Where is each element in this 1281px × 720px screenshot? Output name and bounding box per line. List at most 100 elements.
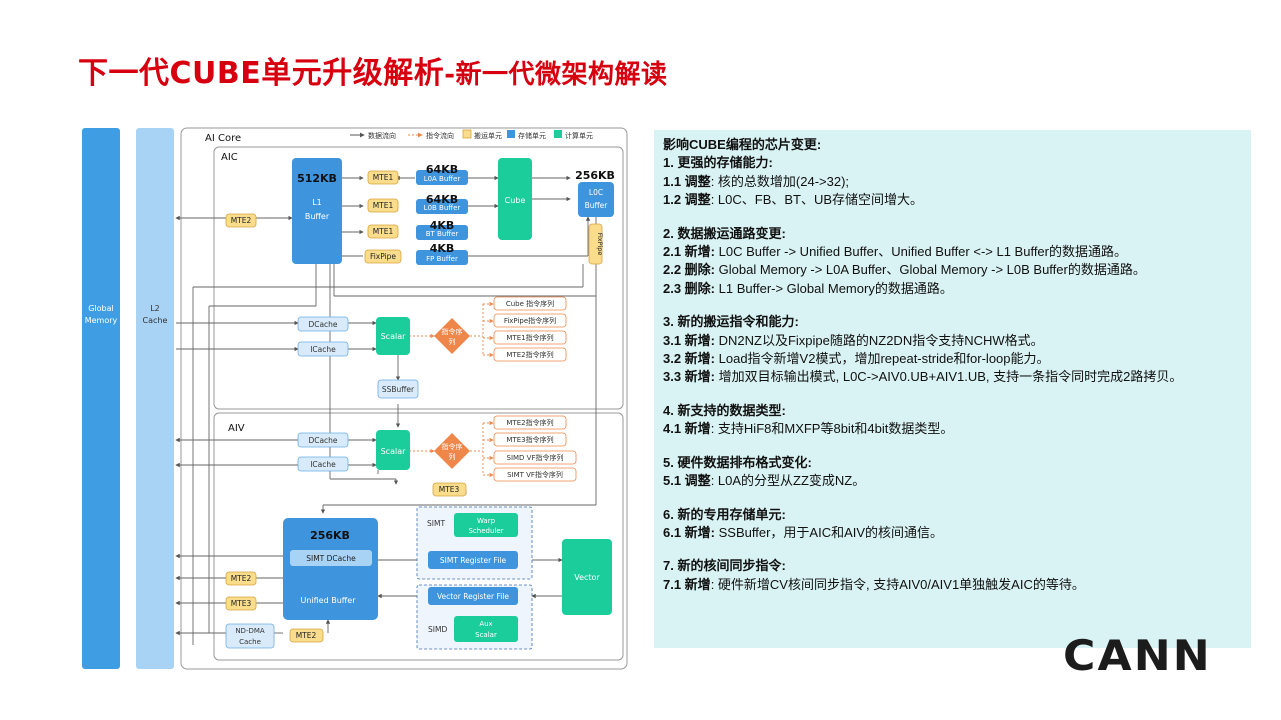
- mte1-label: MTE1: [373, 227, 394, 236]
- simt-dcache: [290, 550, 372, 566]
- item-text: : L0C、FB、BT、UB存储空间增大。: [710, 192, 924, 208]
- legend: 数据流向 指令流向 搬运单元 存储单元 计算单元: [350, 129, 593, 140]
- mte1-box: [367, 170, 399, 185]
- panel-heading: 影响CUBE编程的芯片变更:: [663, 137, 822, 152]
- aic-queue-item: [493, 313, 567, 328]
- vector-label: Vector: [574, 573, 600, 582]
- item-text: Global Memory -> L0A Buffer、Global Memor…: [715, 262, 1146, 278]
- l0b-buffer: [416, 199, 468, 214]
- ai-core-label: AI Core: [205, 133, 241, 144]
- section-item: 7.1 新增: 硬件新增CV核间同步指令, 支持AIV0/AIV1单独触发AIC…: [663, 576, 1251, 594]
- chip-changes-panel: 影响CUBE编程的芯片变更: 1. 更强的存储能力: 1.1 调整: 核的总数增…: [654, 130, 1251, 648]
- architecture-diagram: AI Core AIC AIV 数据流向 指令流向 搬运单元 存储单元 计算单元…: [82, 127, 628, 670]
- section-item: 2.1 新增: L0C Buffer -> Unified Buffer、Uni…: [663, 243, 1251, 261]
- aux-scalar-label: Aux: [479, 620, 492, 628]
- section-title: 7. 新的核间同步指令:: [663, 558, 786, 574]
- mte3-box: [432, 482, 467, 497]
- aiv-queue-item: [493, 432, 567, 447]
- aic-queue-item: [493, 330, 567, 345]
- fixpipe-box: [364, 249, 402, 264]
- cann-logo: CANN: [1063, 631, 1212, 680]
- item-tag: 3.1 新增:: [663, 332, 716, 348]
- l0b-buffer-label: L0B Buffer: [424, 204, 461, 212]
- aiv-label: AIV: [228, 423, 245, 434]
- l2-cache-label: L2: [150, 304, 160, 313]
- aic-queue-item: [493, 347, 567, 362]
- item-text: Load指令新增V2模式，增加repeat-stride和for-loop能力。: [715, 351, 1050, 367]
- aiv-dcache-label: DCache: [308, 436, 337, 445]
- item-tag: 5.1 调整: [663, 473, 711, 489]
- simt-register-file: [428, 551, 518, 569]
- aiv-icache: [297, 456, 349, 472]
- global-memory: [82, 128, 120, 669]
- section-item: 6.1 新增: SSBuffer，用于AIC和AIV的核间通信。: [663, 524, 1251, 542]
- aic-queue-label: MTE2指令序列: [506, 350, 553, 359]
- aic-instr-queue-label: 列: [449, 337, 456, 346]
- aiv-queue-label: SIMD VF指令序列: [507, 453, 564, 462]
- fp-buffer: [416, 250, 468, 265]
- section-item: 5.1 调整: L0A的分型从ZZ变成NZ。: [663, 472, 1251, 490]
- ssbuffer-label: SSBuffer: [382, 385, 415, 394]
- l1-buffer-label: L1: [312, 198, 322, 207]
- fixpipe-label: FixPipe: [370, 252, 396, 261]
- mte2-box: [289, 628, 324, 643]
- aiv-scalar: [376, 430, 410, 470]
- aiv-queue-label: MTE2指令序列: [506, 418, 553, 427]
- l0a-buffer-label: L0A Buffer: [424, 175, 461, 183]
- aic-queue-item: [493, 296, 567, 311]
- aic-frame: [213, 146, 624, 410]
- item-tag: 3.3 新增:: [663, 369, 716, 385]
- item-tag: 4.1 新增: [663, 421, 711, 437]
- unified-buffer: [283, 518, 378, 620]
- mte3-label: MTE3: [231, 599, 252, 608]
- item-text: L1 Buffer-> Global Memory的数据通路。: [715, 280, 953, 296]
- aux-scalar-label: Scalar: [475, 631, 497, 639]
- item-text: DN2NZ以及Fixpipe随路的NZ2DN指令支持NCHW格式。: [715, 332, 1044, 348]
- l0c-buffer-label: L0C: [589, 188, 603, 197]
- aic-dcache-label: DCache: [308, 320, 337, 329]
- legend-item: 计算单元: [565, 131, 593, 140]
- l0c-buffer-size: 256KB: [575, 169, 615, 182]
- aiv-queue-label: SIMT VF指令序列: [507, 470, 563, 479]
- aiv-scalar-label: Scalar: [381, 447, 407, 456]
- item-tag: 2.3 删除:: [663, 280, 716, 296]
- aic-instr-queue: [434, 318, 470, 354]
- legend-item: 存储单元: [518, 131, 546, 140]
- mte1-box: [367, 198, 399, 213]
- item-text: : 支持HiF8和MXFP等8bit和4bit数据类型。: [710, 421, 954, 437]
- nd-dma-cache-label: Cache: [239, 638, 261, 646]
- item-text: : 核的总数增加(24->32);: [710, 173, 850, 189]
- simd-label: SIMD: [428, 625, 447, 634]
- section-item: 1.2 调整: L0C、FB、BT、UB存储空间增大。: [663, 191, 1251, 209]
- aic-scalar: [376, 317, 410, 355]
- aic-scalar-label: Scalar: [381, 332, 407, 341]
- legend-item: 搬运单元: [474, 131, 502, 140]
- aic-queue-label: MTE1指令序列: [506, 333, 553, 342]
- mte3-label: MTE3: [439, 485, 460, 494]
- item-tag: 1.1 调整: [663, 173, 711, 189]
- section-item: 1.1 调整: 核的总数增加(24->32);: [663, 173, 1251, 191]
- l0a-buffer-size: 64KB: [426, 163, 458, 176]
- section-title: 5. 硬件数据排布格式变化:: [663, 454, 812, 470]
- mte2-box: [225, 213, 257, 228]
- section-item: 2.2 删除: Global Memory -> L0A Buffer、Glob…: [663, 261, 1251, 279]
- l0a-buffer: [416, 170, 468, 185]
- section-item: 3.2 新增: Load指令新增V2模式，增加repeat-stride和for…: [663, 350, 1251, 368]
- section-item: 2.3 删除: L1 Buffer-> Global Memory的数据通路。: [663, 280, 1251, 298]
- simt-label: SIMT: [427, 519, 445, 528]
- aic-icache: [297, 341, 349, 357]
- aic-queue-label: Cube 指令序列: [506, 299, 554, 308]
- l1-buffer-label: Buffer: [305, 212, 330, 221]
- unified-buffer-size: 256KB: [310, 529, 350, 542]
- aiv-instr-queue-label: 列: [449, 452, 456, 461]
- section-title: 3. 新的搬运指令和能力:: [663, 314, 799, 330]
- aiv-queue-label: MTE3指令序列: [506, 435, 553, 444]
- mte2-label: MTE2: [231, 574, 252, 583]
- item-tag: 6.1 新增:: [663, 524, 716, 540]
- aiv-instr-queue: [434, 433, 470, 469]
- simt-register-file-label: SIMT Register File: [440, 556, 507, 565]
- aic-instr-queue-label: 指令序: [442, 327, 463, 336]
- legend-item: 数据流向: [368, 131, 396, 140]
- mte1-box: [367, 224, 399, 239]
- nd-dma-cache-label: ND-DMA: [235, 627, 265, 635]
